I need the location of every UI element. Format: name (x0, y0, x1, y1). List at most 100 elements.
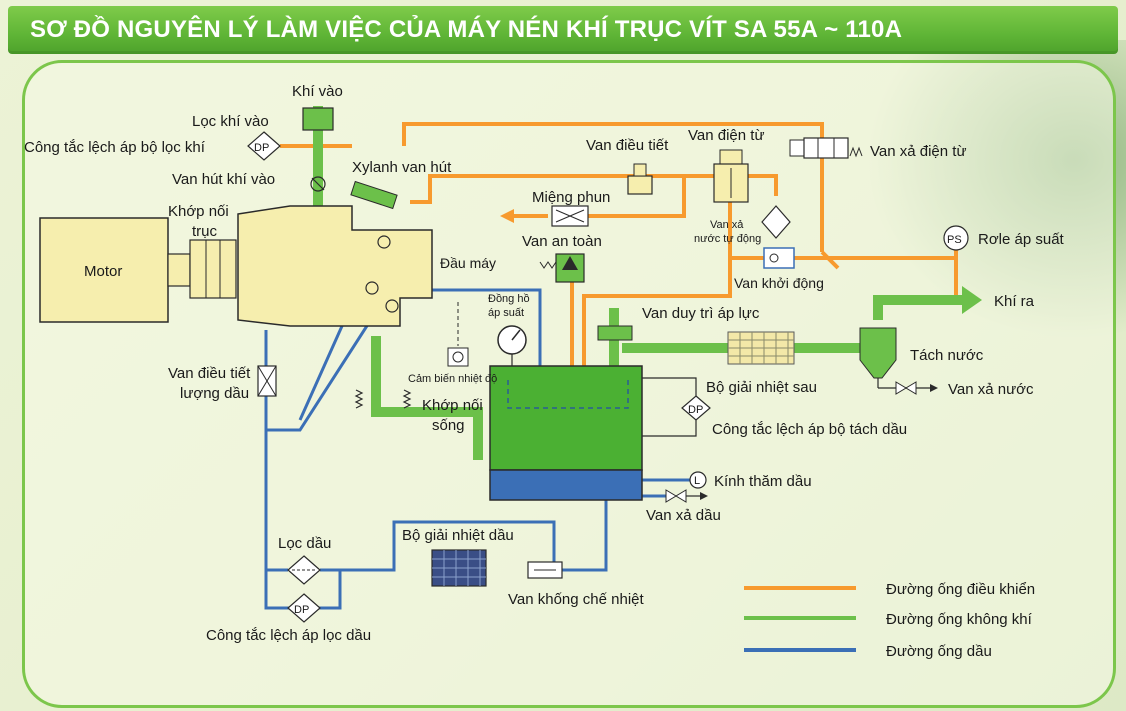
label-xylanh-van-hut: Xylanh van hút (352, 159, 452, 176)
nozzle (551, 205, 589, 227)
label-khop-noi-song-line1: Khớp nối (422, 397, 483, 414)
label-van-dieu-tiet-dau-line2: lượng dầu (180, 385, 249, 402)
regulating-valve-cap (633, 163, 647, 177)
motor-body (39, 217, 169, 323)
oil-flow-regulator (257, 365, 277, 397)
oil-separator-tank (489, 365, 643, 501)
auto-drain (761, 205, 791, 239)
labels: Khí vào Lọc khí vào Công tắc lệch áp bộ … (24, 83, 1065, 644)
control-pipe-segment (820, 250, 840, 270)
safety-valve-spring (539, 261, 557, 269)
label-cong-tac-loc-khi: Công tắc lệch áp bộ lọc khí (24, 139, 206, 156)
min-pressure-valve (597, 325, 633, 341)
legend: Đường ống điều khiển Đường ống không khí… (744, 581, 1035, 660)
safety-valve (539, 253, 585, 283)
label-van-xa-nuoc-line2: nước tự động (694, 233, 761, 245)
drain-valve-icon (895, 381, 907, 395)
label-van-hut-khi-vao: Van hút khí vào (172, 171, 275, 188)
label-van-dien-tu: Van điện từ (688, 127, 764, 144)
port-icon (377, 235, 391, 249)
inlet-cylinder (350, 180, 398, 210)
dp-icon (247, 131, 281, 161)
label-dong-ho-line1: Đồng hồ (488, 293, 530, 305)
oil-drain-valve-icon (675, 489, 687, 503)
flex-coupling-springs (354, 389, 412, 409)
label-van-dieu-tiet-dau-line1: Van điều tiết (168, 365, 251, 382)
label-cong-tac-tach-dau: Công tắc lệch áp bộ tách dầu (712, 421, 907, 438)
dp-text: DP (254, 142, 269, 154)
motor-shaft (167, 253, 191, 287)
water-separator (859, 327, 897, 379)
motor-label: Motor (84, 263, 122, 280)
dp-icon (287, 593, 321, 623)
legend-label-air: Đường ống không khí (886, 611, 1033, 628)
intake-valve-icon (310, 176, 326, 192)
dp-text: DP (294, 604, 309, 616)
title-bar: SƠ ĐỒ NGUYÊN LÝ LÀM VIỆC CỦA MÁY NÉN KHÍ… (8, 6, 1118, 54)
regulating-valve (627, 163, 653, 195)
temperature-sensor (447, 302, 469, 367)
port-icon (385, 299, 399, 313)
sight-glass-icon (689, 471, 707, 489)
label-khop-noi-song-line2: sống (432, 417, 465, 434)
dp-icon (681, 395, 711, 421)
water-drain-valve (877, 378, 938, 395)
legend-label-oil: Đường ống dầu (886, 643, 992, 660)
oil-drain-valve-icon (665, 489, 677, 503)
dp-switch-separator: DP (642, 377, 711, 437)
dp-switch-air-filter: DP (247, 131, 281, 161)
port-icon (365, 281, 379, 295)
label-van-xa-dien-tu: Van xả điện từ (870, 143, 967, 160)
auto-drain-icon (761, 205, 791, 239)
arrow-icon (500, 209, 514, 223)
label-van-khoi-dong: Van khởi động (734, 275, 824, 291)
label-tach-nuoc: Tách nước (910, 347, 984, 364)
air-pipe-segment (873, 295, 962, 320)
label-loc-khi-vao: Lọc khí vào (192, 113, 269, 130)
oil-cooler-grid (432, 550, 486, 586)
aftercooler-grid (728, 332, 794, 364)
air-pipe-segment (371, 336, 483, 460)
motor: Motor (39, 217, 237, 323)
oil-filter: DP (287, 555, 321, 623)
label-dau-may: Đầu máy (440, 255, 496, 271)
ps-text: PS (947, 234, 962, 246)
sensor-dial (452, 351, 464, 363)
label-mieng-phun: Miệng phun (532, 189, 610, 206)
label-dong-ho-line2: áp suất (488, 307, 524, 319)
label-bo-giai-nhiet-dau: Bộ giải nhiệt dầu (402, 527, 514, 544)
pressure-switch-icon (943, 225, 969, 251)
thermostatic-valve (527, 561, 563, 579)
label-khi-vao: Khí vào (292, 83, 343, 100)
label-van-xa-nuoc-line1: Van xả (710, 219, 744, 231)
blowoff-solenoid-icon (803, 137, 849, 159)
diagram-frame (22, 60, 1116, 708)
air-filter-body (302, 107, 334, 131)
label-kinh-tham-dau: Kính thăm dầu (714, 473, 812, 490)
label-van-an-toan: Van an toàn (522, 233, 602, 250)
label-loc-dau: Lọc dầu (278, 535, 331, 552)
pressure-switch: PS (943, 225, 969, 251)
air-end (237, 176, 433, 327)
label-cong-tac-loc-dau: Công tắc lệch áp lọc dầu (206, 627, 371, 644)
blowoff-spring (849, 146, 863, 158)
l-text: L (694, 475, 700, 487)
regulating-valve-icon (627, 175, 653, 195)
label-van-dieu-tiet: Van điều tiết (586, 137, 669, 154)
label-van-duy-tri-ap-luc: Van duy trì áp lực (642, 305, 760, 322)
coupling (189, 239, 237, 299)
label-khop-noi-truc-line2: trục (192, 223, 218, 240)
label-cam-bien-nhiet-do: Cảm biến nhiệt độ (408, 373, 497, 385)
pressure-gauge (497, 325, 527, 366)
control-pipe-segment (588, 176, 686, 218)
tank-air-section (489, 365, 643, 471)
spring-icon (354, 389, 364, 409)
oil-cooler (431, 549, 487, 587)
label-van-xa-nuoc: Van xả nước (948, 381, 1034, 398)
dp-text: DP (688, 404, 703, 416)
label-role-ap-suat: Rơle áp suất (978, 231, 1065, 248)
spring-icon (402, 389, 412, 409)
oil-pipe-segment (320, 494, 640, 572)
